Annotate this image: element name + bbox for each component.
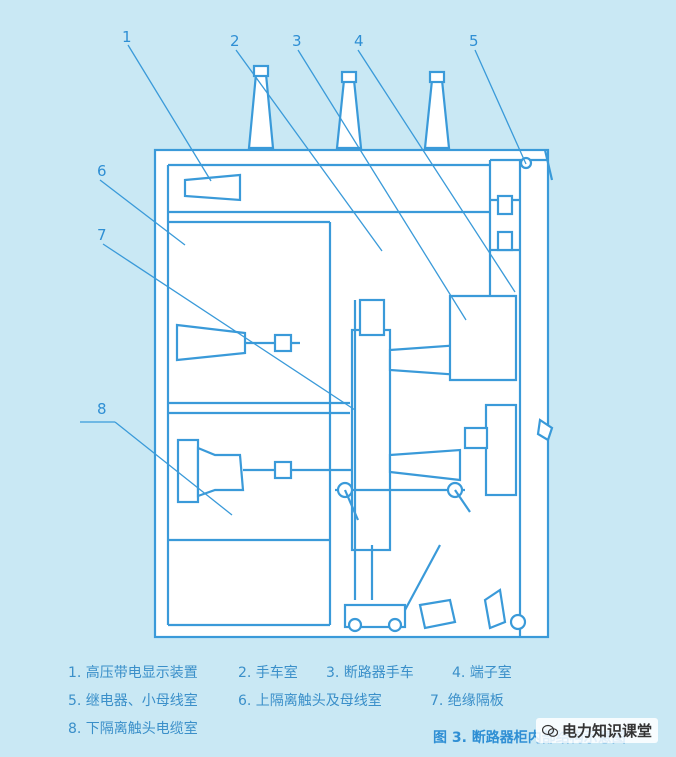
- legend-item-3: 3. 断路器手车: [326, 665, 414, 681]
- callout-7: 7: [97, 226, 107, 244]
- voltage-display-device: [183, 173, 242, 202]
- callout-8: 8: [97, 400, 107, 418]
- callout-3: 3: [292, 32, 302, 50]
- callout-2: 2: [230, 32, 240, 50]
- terminal-box: [448, 294, 518, 382]
- legend-item-5: 5. 继电器、小母线室: [68, 693, 198, 709]
- bushing-left: [247, 64, 275, 150]
- legend-item-1: 1. 高压带电显示装置: [68, 665, 198, 681]
- legend-item-7: 7. 绝缘隔板: [430, 693, 504, 709]
- legend-item-8: 8. 下隔离触头电缆室: [68, 721, 198, 737]
- legend-item-2: 2. 手车室: [238, 665, 298, 681]
- lower-contact-insulator: [196, 446, 245, 498]
- callout-5: 5: [469, 32, 479, 50]
- callout-1: 1: [122, 28, 132, 46]
- legend-item-6: 6. 上隔离触头及母线室: [238, 693, 382, 709]
- legend-item-4: 4. 端子室: [452, 665, 512, 681]
- wechat-icon: [542, 724, 558, 737]
- watermark: 电力知识课堂: [536, 718, 659, 743]
- callout-6: 6: [97, 162, 107, 180]
- bushing-right: [423, 70, 451, 150]
- bushing-middle: [335, 70, 363, 150]
- callout-4: 4: [354, 32, 364, 50]
- switchgear-diagram: [80, 44, 554, 639]
- breaker-truck: [350, 328, 392, 552]
- watermark-text: 电力知识课堂: [562, 722, 653, 740]
